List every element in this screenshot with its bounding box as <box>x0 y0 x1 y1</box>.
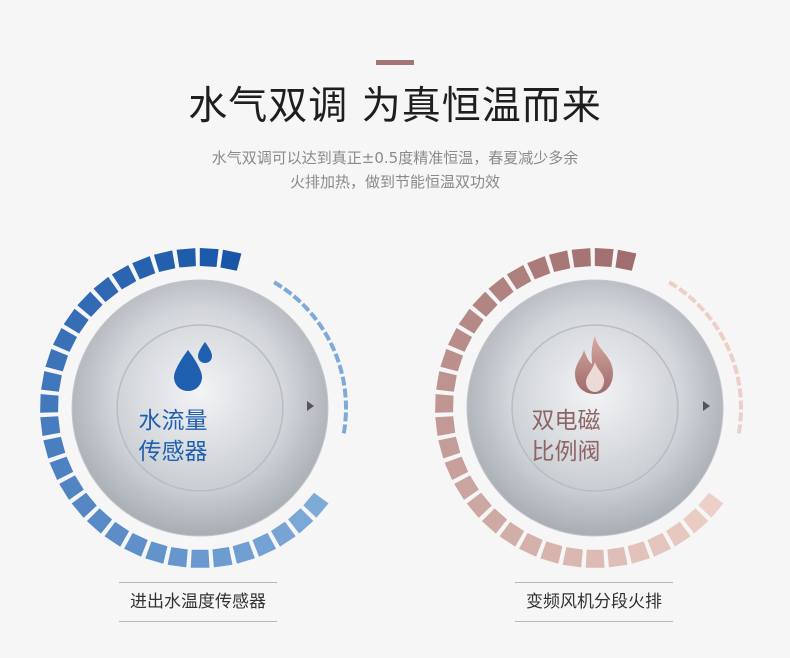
solenoid-tick-ring <box>435 248 743 568</box>
dial-tick-segment <box>466 492 492 518</box>
dial-tick-segment <box>40 416 61 436</box>
dial-tick-segment <box>585 549 605 568</box>
dial-tick-segment <box>220 249 242 271</box>
dial-tick-segment <box>232 541 255 564</box>
dial-tick-segment <box>436 371 457 392</box>
dial-tick-segment <box>438 436 461 459</box>
water-flow-sensor-label: 水流量 传感器 <box>98 406 248 468</box>
dial-tick-segment <box>40 394 59 413</box>
title-accent-bar <box>376 60 414 65</box>
dial-tick-segment <box>666 521 691 547</box>
subtitle-line-2: 火排加热，做到节能恒温双功效 <box>289 173 500 191</box>
dial-tick-segment <box>481 508 508 534</box>
dial-tick-segment <box>506 265 532 290</box>
dial-tick-segment <box>45 348 68 372</box>
dial-tick-segment <box>303 492 329 518</box>
dial-tick-segment <box>647 532 672 557</box>
dial-tick-segment <box>594 248 614 267</box>
dial-label-line-1: 水流量 <box>138 408 208 434</box>
dial-tick-segment <box>435 394 454 413</box>
subtitle-line-1: 水气双调可以达到真正±0.5度精准恒温，春夏减少多余 <box>211 149 579 167</box>
dial-tick-segment <box>615 249 637 271</box>
dial-tick-segment <box>77 291 103 317</box>
dial-thin-arc <box>666 279 743 434</box>
dial-tick-segment <box>607 547 628 568</box>
dial-tick-segment <box>458 308 484 334</box>
dial-tick-segment <box>190 549 210 568</box>
dial-thin-arc <box>271 279 348 434</box>
page-title: 水气双调 为真恒温而来 <box>188 84 602 129</box>
dial-tick-segment <box>499 521 525 547</box>
water-flow-dial-graphic <box>40 248 348 568</box>
dial-tick-segment <box>435 416 456 436</box>
dial-tick-segment <box>86 508 113 534</box>
dial-tick-segment <box>93 276 119 302</box>
dial-label-line-2: 比例阀 <box>531 439 601 465</box>
solenoid-valve-dial-graphic <box>435 248 743 568</box>
feature-caption-right: 变频风机分段火排 <box>515 582 673 622</box>
solenoid-valve-label: 双电磁 比例阀 <box>491 406 641 468</box>
dial-tick-segment <box>698 492 724 518</box>
dial-inner-plate <box>511 324 679 492</box>
dial-tick-segment <box>540 541 563 564</box>
dial-tick-segment <box>562 547 583 568</box>
dial-tick-segment <box>41 371 62 392</box>
dial-tick-segment <box>448 328 472 352</box>
dial-tick-segment <box>212 547 233 568</box>
dial-tick-segment <box>104 521 130 547</box>
water-flow-tick-ring <box>40 248 348 568</box>
dial-tick-segment <box>252 532 277 557</box>
dual-solenoid-valve-dial: 双电磁 比例阀 <box>421 240 761 570</box>
dial-tick-segment <box>145 541 168 564</box>
dial-tick-segment <box>440 348 463 372</box>
dial-pointer-icon <box>703 401 710 411</box>
dial-inner-plate <box>116 324 284 492</box>
dial-tick-segment <box>488 276 514 302</box>
dial-tick-segment <box>627 541 650 564</box>
dial-tick-segment <box>271 521 296 547</box>
dial-tick-segment <box>49 456 74 480</box>
dial-tick-segment <box>59 475 84 500</box>
dial-tick-segment <box>71 492 97 518</box>
feature-caption-left: 进出水温度传感器 <box>119 582 277 622</box>
dial-label-line-1: 双电磁 <box>531 408 601 434</box>
dial-tick-segment <box>153 250 176 272</box>
dial-tick-segment <box>683 508 709 534</box>
dial-tick-segment <box>288 508 314 534</box>
dial-tick-segment <box>176 248 196 268</box>
dial-tick-segment <box>548 250 571 272</box>
flame-icon <box>575 336 613 394</box>
dial-tick-segment <box>53 328 77 352</box>
dial-label-line-2: 传感器 <box>138 439 208 465</box>
dial-tick-segment <box>124 533 148 557</box>
dial-tick-segment <box>43 436 66 459</box>
water-drops-icon <box>174 342 212 391</box>
dial-tick-segment <box>199 248 219 267</box>
dial-tick-segment <box>132 256 156 280</box>
dial-tick-segment <box>167 547 188 568</box>
dial-tick-segment <box>527 256 551 280</box>
dial-tick-segment <box>111 265 137 290</box>
dial-tick-segment <box>519 533 543 557</box>
dial-tick-segment <box>444 456 469 480</box>
subtitle: 水气双调可以达到真正±0.5度精准恒温，春夏减少多余 火排加热，做到节能恒温双功… <box>0 146 790 194</box>
dial-pointer-icon <box>307 401 314 411</box>
dial-tick-segment <box>454 475 479 500</box>
water-flow-sensor-dial: 水流量 传感器 <box>28 240 368 570</box>
dial-tick-segment <box>571 248 591 268</box>
dial-tick-segment <box>472 291 498 317</box>
dial-tick-segment <box>63 308 89 334</box>
